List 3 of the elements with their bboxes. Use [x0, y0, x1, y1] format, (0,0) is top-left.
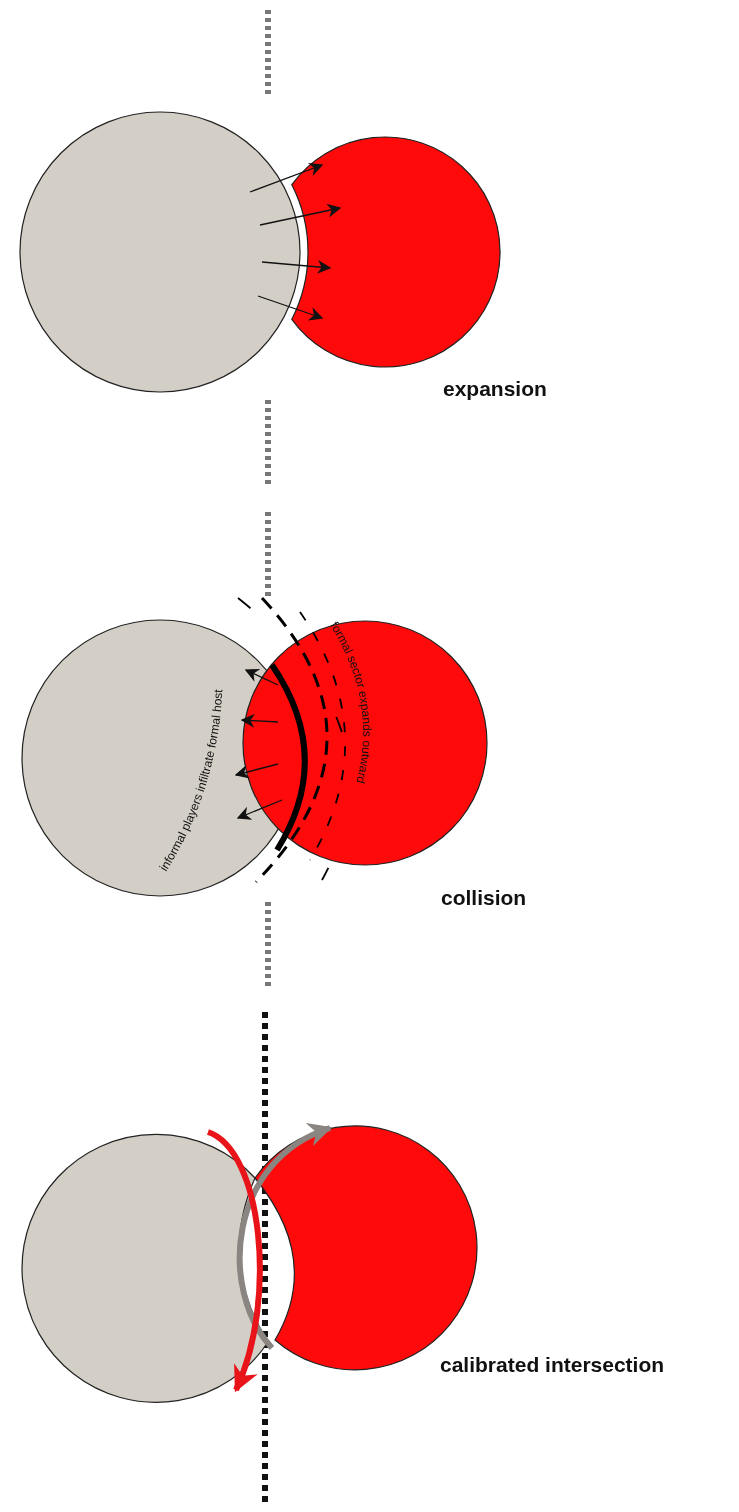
stage-caption: collision	[441, 886, 527, 910]
stage-caption: calibrated intersection	[440, 1353, 665, 1377]
stage-caption: expansion	[443, 377, 547, 401]
